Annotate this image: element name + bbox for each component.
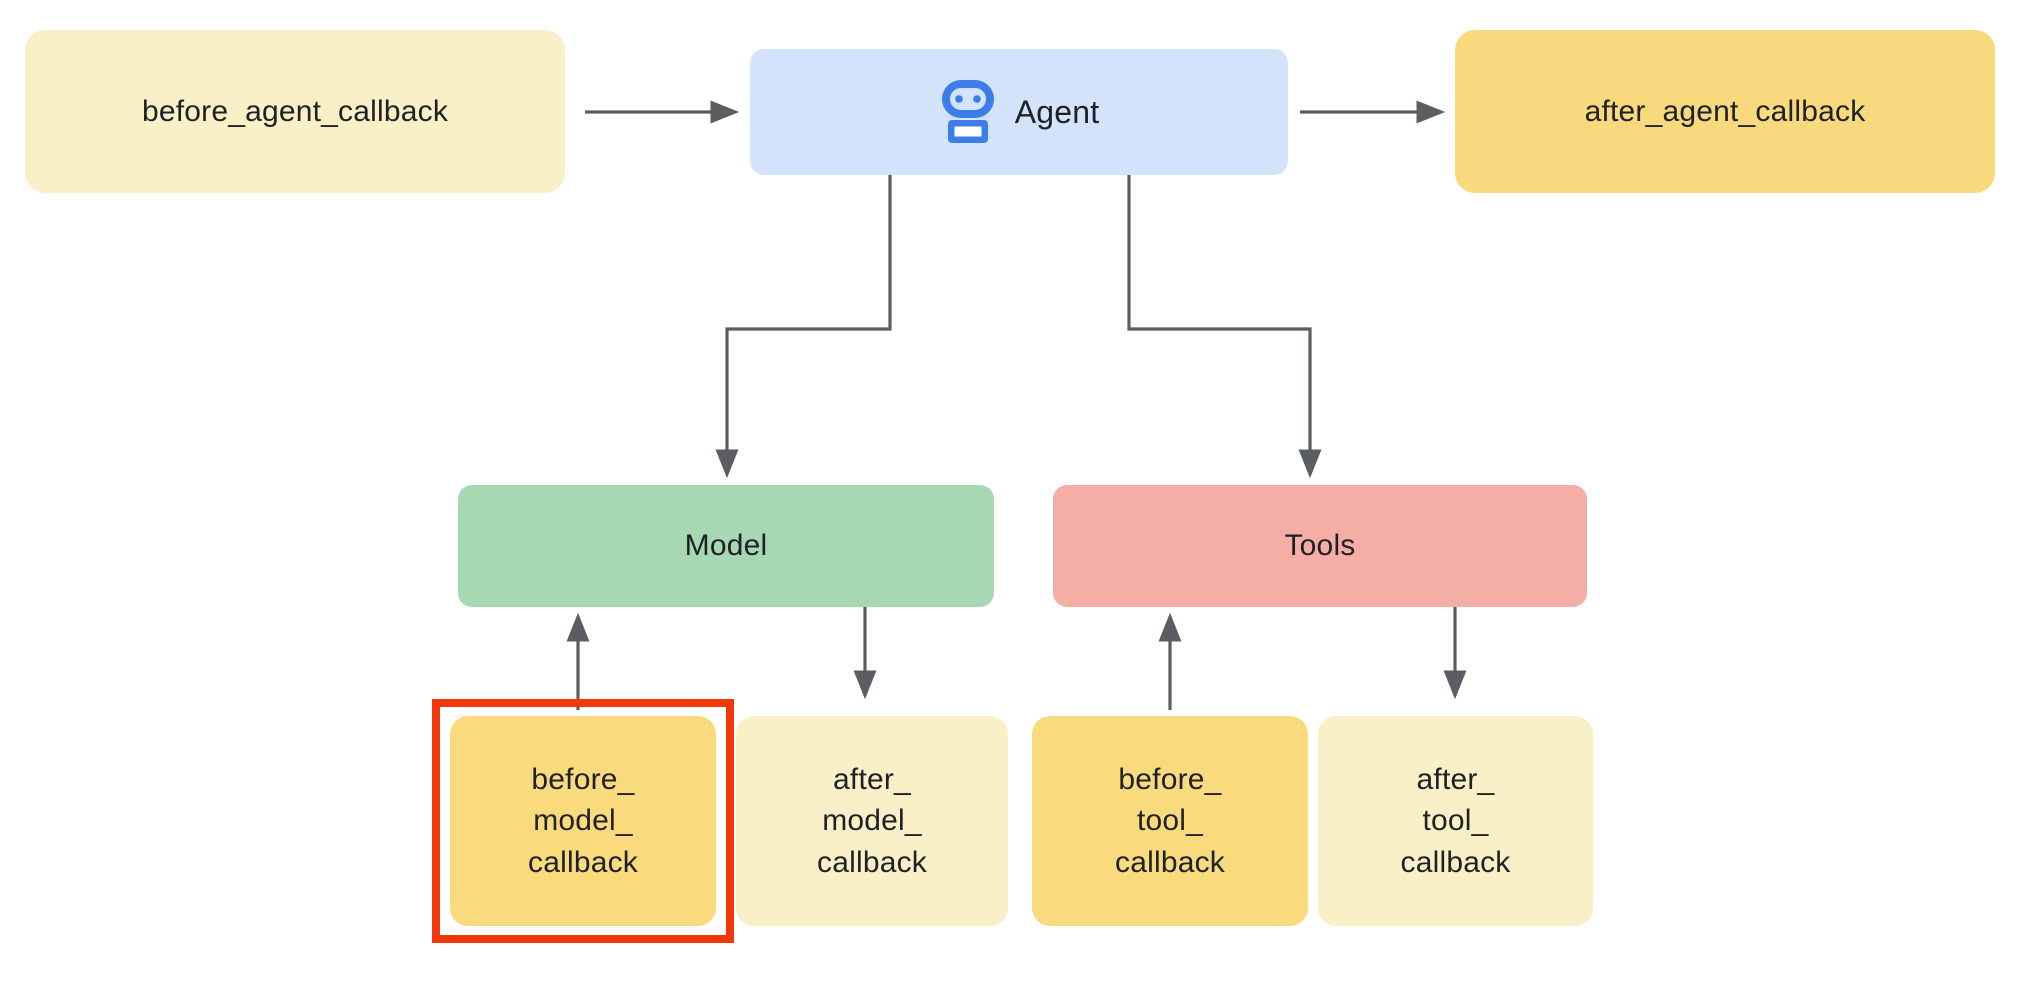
node-model: Model (458, 485, 994, 607)
node-label: before_ model_ callback (528, 762, 638, 879)
node-after-tool-callback: after_ tool_ callback (1318, 716, 1593, 926)
node-label: before_ tool_ callback (1115, 762, 1225, 879)
node-label: after_ tool_ callback (1400, 762, 1511, 879)
node-after-agent-callback: after_agent_callback (1455, 30, 1995, 193)
node-before-tool-callback: before_ tool_ callback (1032, 716, 1308, 926)
node-label: Model (684, 529, 768, 562)
node-before-agent-callback: before_agent_callback (25, 30, 565, 193)
node-label: Tools (1284, 529, 1356, 562)
node-label: Agent (1014, 93, 1100, 130)
node-before-model-callback: before_ model_ callback (450, 716, 716, 926)
arrow-agent-to-tools (1127, 173, 1322, 479)
node-label: before_agent_callback (141, 94, 449, 128)
node-label: after_ model_ callback (817, 762, 927, 879)
node-label: after_agent_callback (1584, 94, 1866, 128)
node-tools: Tools (1053, 485, 1587, 607)
robot-icon (941, 80, 994, 143)
highlight-border (432, 699, 734, 943)
arrow-agent-to-model (715, 173, 892, 479)
node-after-model-callback: after_ model_ callback (736, 716, 1008, 926)
node-agent: Agent (750, 49, 1288, 175)
